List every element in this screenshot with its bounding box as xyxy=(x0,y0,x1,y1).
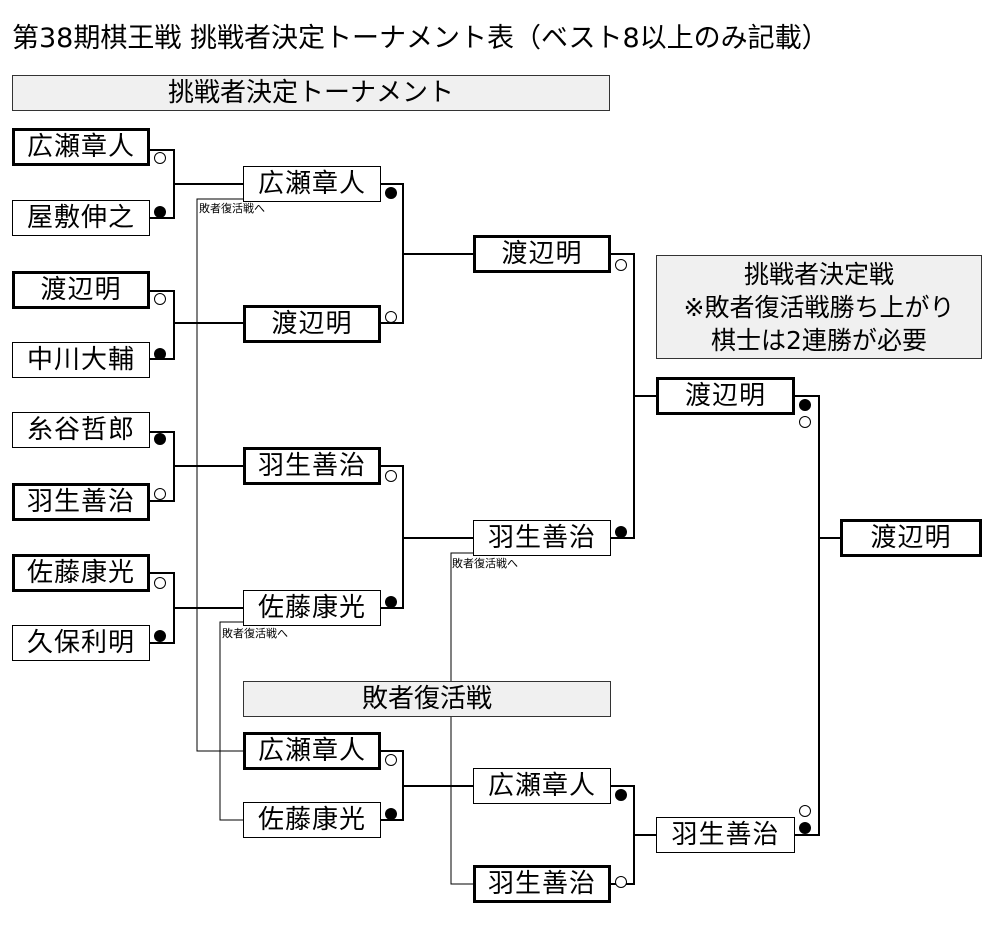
info-line: 棋士は2連勝が必要 xyxy=(711,326,927,355)
loss-mark xyxy=(154,206,166,218)
losers-r2-player: 広瀬章人 xyxy=(473,768,611,804)
final-info-panel: 挑戦者決定戦 ※敗者復活戦勝ち上がり 棋士は2連勝が必要 xyxy=(656,255,982,359)
win-mark xyxy=(154,152,166,164)
loser-route-note: 敗者復活戦へ xyxy=(222,627,288,640)
loss-mark xyxy=(799,822,811,834)
quarterfinal-player: 広瀬章人 xyxy=(243,166,381,202)
win-mark xyxy=(615,259,627,271)
win-mark xyxy=(154,577,166,589)
loser-route-note: 敗者復活戦へ xyxy=(452,557,518,570)
main-tournament-banner: 挑戦者決定トーナメント xyxy=(12,75,610,111)
loss-mark xyxy=(615,526,627,538)
challenger-final-player: 渡辺明 xyxy=(840,519,982,557)
info-line: 挑戦者決定戦 xyxy=(743,260,894,289)
losers-r1-player: 佐藤康光 xyxy=(243,802,381,838)
winners-final-player: 渡辺明 xyxy=(656,377,795,415)
semifinal-player: 羽生善治 xyxy=(473,520,611,556)
page-title: 第38期棋王戦 挑戦者決定トーナメント表（ベスト8以上のみ記載） xyxy=(12,23,829,54)
losers-final-player: 羽生善治 xyxy=(656,817,795,853)
round1-player: 渡辺明 xyxy=(12,271,150,309)
round1-player: 羽生善治 xyxy=(12,483,150,521)
semifinal-player: 渡辺明 xyxy=(473,235,611,273)
round1-player: 糸谷哲郎 xyxy=(12,412,150,448)
loss-mark xyxy=(154,433,166,445)
round1-player: 久保利明 xyxy=(12,625,150,661)
win-mark xyxy=(154,488,166,500)
loss-mark xyxy=(615,789,627,801)
quarterfinal-player: 渡辺明 xyxy=(243,305,381,343)
losers-r1-player: 広瀬章人 xyxy=(243,732,381,770)
loss-mark xyxy=(154,630,166,642)
win-mark xyxy=(799,416,811,428)
loss-mark xyxy=(154,348,166,360)
loss-mark xyxy=(385,808,397,820)
info-line: ※敗者復活戦勝ち上がり xyxy=(683,293,955,322)
win-mark xyxy=(154,293,166,305)
win-mark xyxy=(385,754,397,766)
win-mark xyxy=(385,311,397,323)
round1-player: 佐藤康光 xyxy=(12,554,150,592)
win-mark xyxy=(799,805,811,817)
loss-mark xyxy=(799,399,811,411)
losers-bracket-banner: 敗者復活戦 xyxy=(243,681,611,717)
loser-route-note: 敗者復活戦へ xyxy=(199,202,265,215)
win-mark xyxy=(385,470,397,482)
loss-mark xyxy=(385,187,397,199)
round1-player: 広瀬章人 xyxy=(12,128,150,166)
win-mark xyxy=(615,876,627,888)
losers-r2-player: 羽生善治 xyxy=(473,865,611,903)
round1-player: 屋敷伸之 xyxy=(12,200,150,236)
round1-player: 中川大輔 xyxy=(12,342,150,378)
quarterfinal-player: 羽生善治 xyxy=(243,447,381,485)
loss-mark xyxy=(385,596,397,608)
quarterfinal-player: 佐藤康光 xyxy=(243,590,381,626)
